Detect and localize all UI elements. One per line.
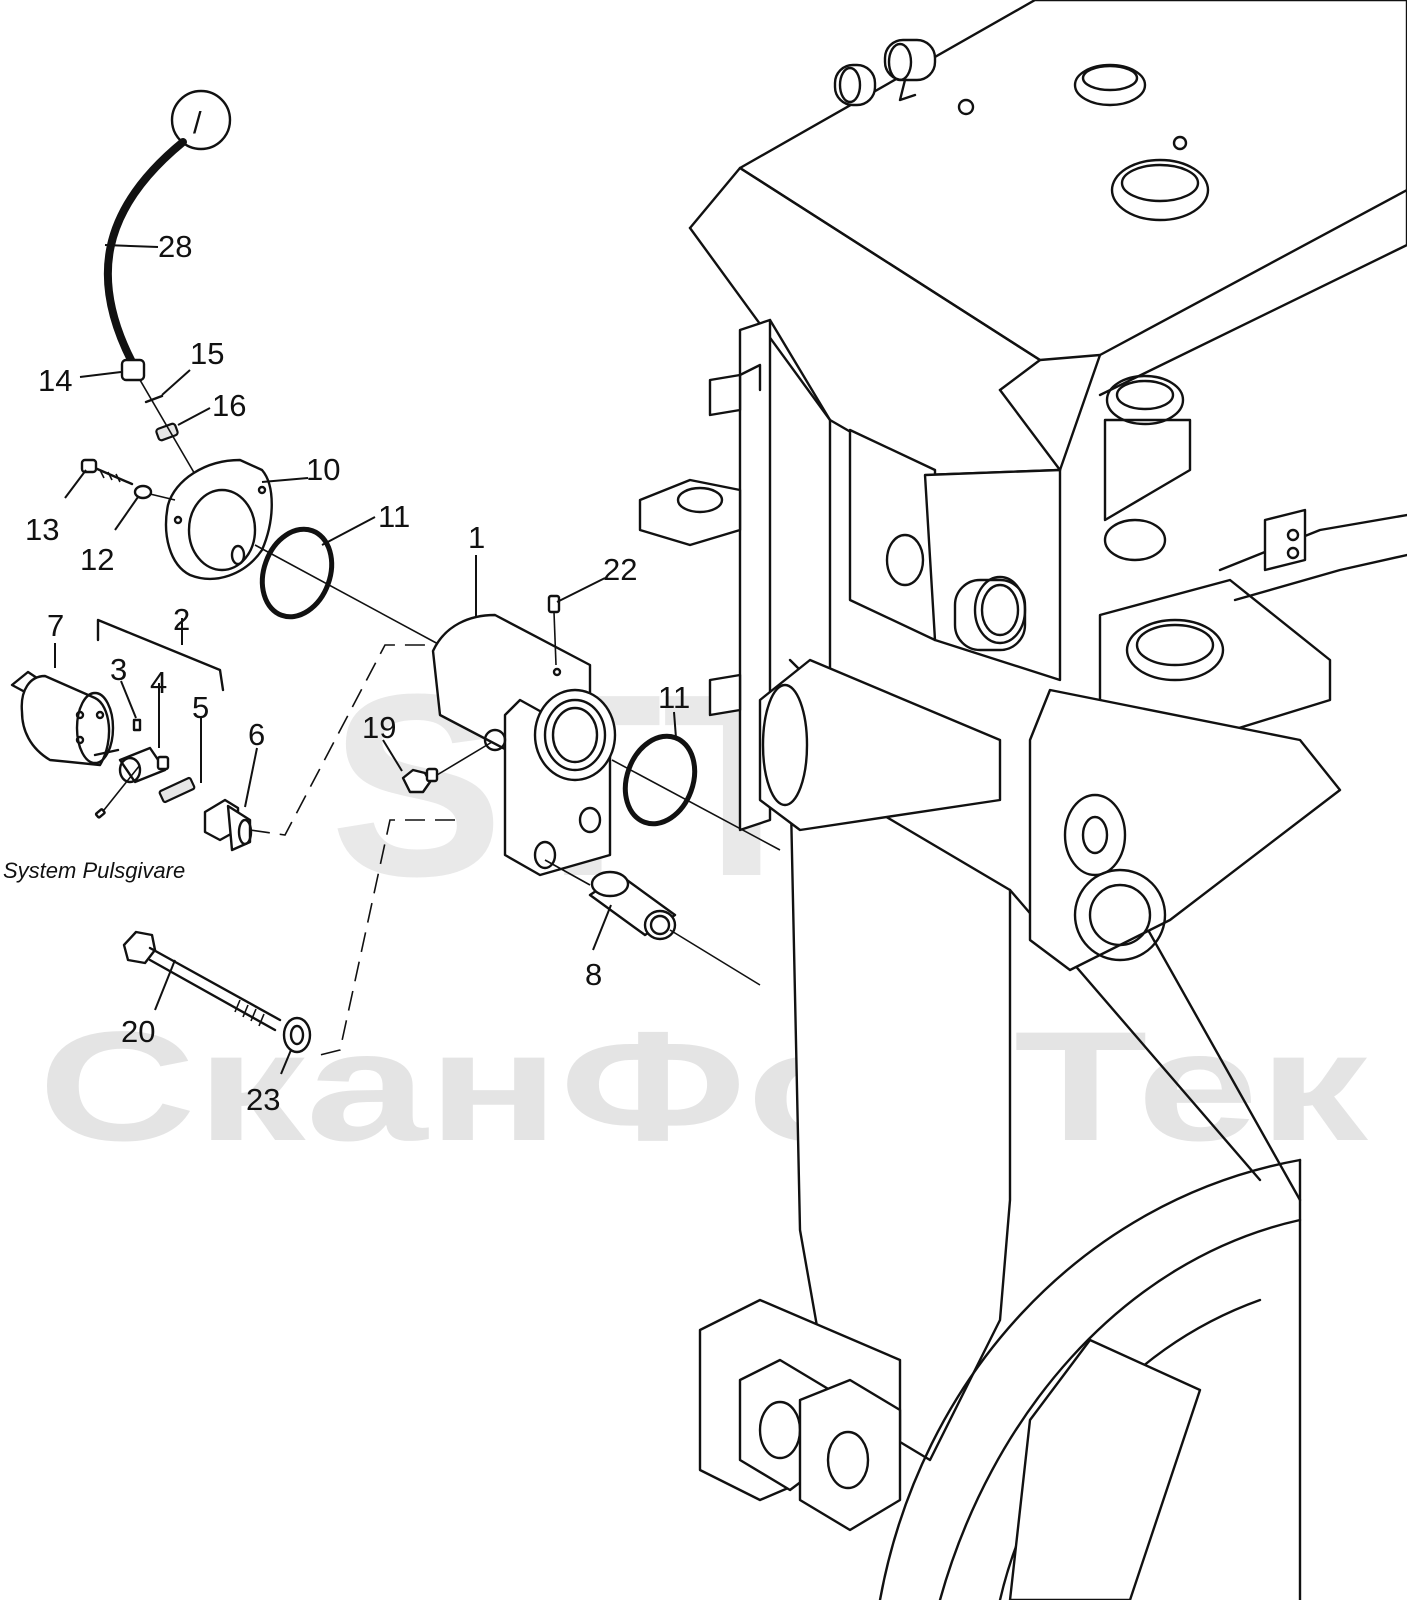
sheet-marker-label: /	[193, 105, 202, 140]
callout-11-left: 11	[378, 499, 410, 534]
callout-1: 1	[468, 520, 485, 555]
part-15-ring	[144, 394, 164, 404]
watermark-text: СканФорТек	[38, 1000, 1369, 1174]
part-7-sensor	[10, 670, 120, 767]
part-23-washer	[282, 1016, 312, 1054]
callout-leaders	[54, 244, 677, 1075]
part-5-spring	[158, 776, 196, 804]
diagram-caption: System Pulsgivare	[3, 858, 185, 883]
callout-12: 12	[80, 542, 114, 577]
callout-14: 14	[38, 363, 72, 398]
callout-23: 23	[246, 1082, 280, 1117]
callout-15: 15	[190, 336, 224, 371]
callout-19: 19	[362, 710, 396, 745]
callout-10: 10	[306, 452, 340, 487]
callout-2: 2	[173, 602, 190, 637]
callout-4: 4	[150, 665, 167, 700]
part-12-washer	[133, 484, 153, 500]
part-28-cable	[103, 138, 187, 366]
part-8-sleeve	[588, 870, 677, 941]
callout-labels: 28 14 15 16 10 13 12 11 1 22 2 7 3 4 5 6…	[25, 229, 690, 1117]
part-3-pin	[132, 718, 142, 732]
callout-22: 22	[603, 552, 637, 587]
callout-28: 28	[158, 229, 192, 264]
part-1-housing	[431, 613, 617, 877]
callout-11-right: 11	[658, 680, 690, 715]
machine-frame	[638, 0, 1407, 1600]
part-14-connector	[120, 358, 146, 382]
sheet-marker-circle	[170, 89, 232, 151]
part-6-fitting	[203, 798, 253, 852]
callout-5: 5	[192, 690, 209, 725]
callout-8: 8	[585, 957, 602, 992]
callout-20: 20	[121, 1014, 155, 1049]
callout-6: 6	[248, 717, 265, 752]
part-22-nipple	[547, 594, 561, 614]
callout-3: 3	[110, 652, 127, 687]
parts-group: /	[10, 89, 781, 1056]
callout-7: 7	[47, 608, 64, 643]
callout-16: 16	[212, 388, 246, 423]
bracket-2	[96, 618, 225, 692]
callout-13: 13	[25, 512, 59, 547]
